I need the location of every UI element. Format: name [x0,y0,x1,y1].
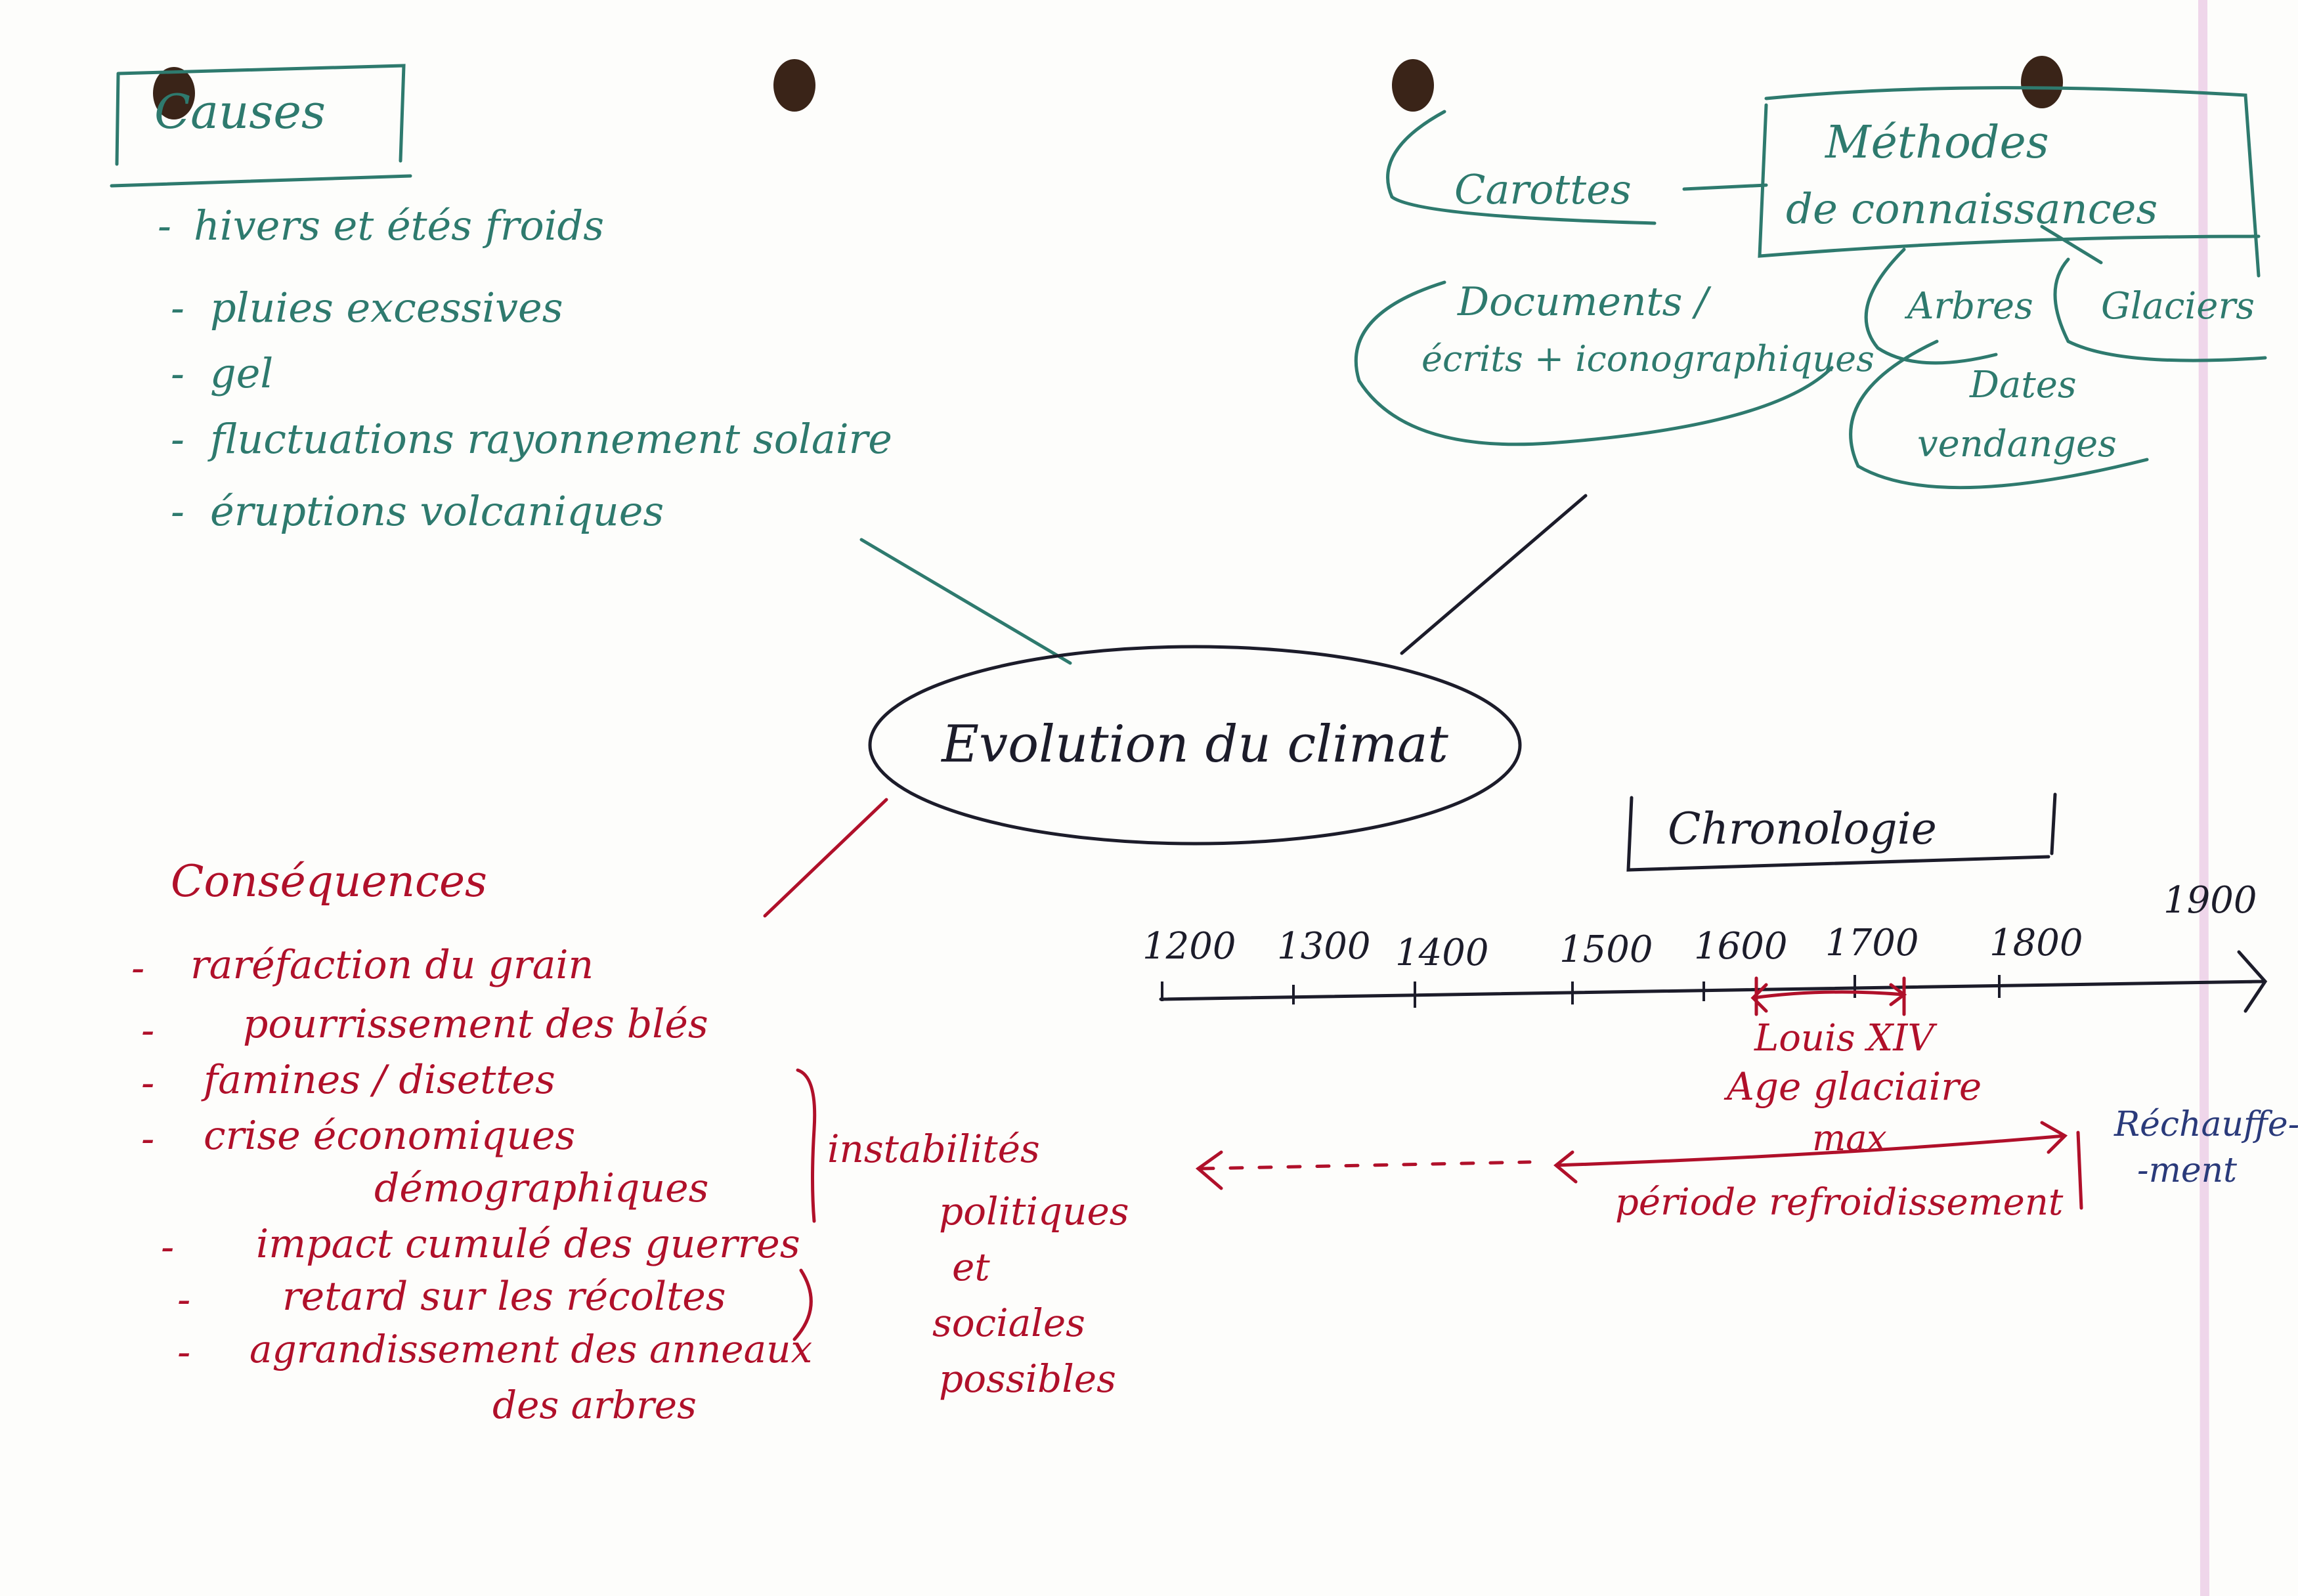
binder-hole [773,59,815,112]
bullet-dash: - [141,1060,154,1106]
arbres-bubble [1864,248,1998,365]
method-vendanges: vendanges [1917,423,2117,465]
methods-subtitle: de connaissances [1786,185,2157,234]
cause-item: pluies excessives [210,284,563,332]
consequence-item: démographiques [374,1165,708,1211]
method-dates: Dates [1969,364,2077,406]
methods-section: Méthodes de connaissances Carottes Docum… [1354,86,2267,655]
bullet-dash: - [171,487,184,535]
documents-bubble [1354,280,1834,446]
rechauffement-label: Réchauffe- [2114,1105,2298,1144]
causes-section: Causes - - - - - hivers et étés froids p… [110,64,1072,665]
consequence-item: impact cumulé des guerres [256,1221,800,1267]
method-documents-detail: écrits + iconographiques [1421,338,1875,379]
consequence-item: famines / disettes [201,1057,555,1103]
age-glaciaire-label: Age glaciaire [1724,1064,1982,1109]
timeline-axis [1159,950,2268,1013]
consequence-item: des arbres [492,1383,697,1427]
binder-hole [2021,56,2063,108]
binder-holes [153,56,2063,119]
timeline-ticks [1161,975,2001,1008]
louis-xiv-range-arrow [1750,976,1907,1016]
binder-hole [1392,59,1434,112]
chronology-title: Chronologie [1668,804,1937,854]
cause-item: gel [210,349,273,397]
causes-connector [859,538,1072,665]
tick-label: 1800 [1989,922,2083,964]
central-ellipse [868,645,1522,846]
central-topic: Evolution du climat [868,645,1522,846]
side-note: politiques [939,1189,1129,1234]
side-note: et [952,1245,990,1289]
cooling-period-arrow [1553,1121,2083,1210]
methods-connector [1400,494,1588,655]
bullet-dash: - [177,1329,190,1375]
method-glaciers: Glaciers [2101,285,2255,328]
dates-bubble [1849,339,2149,490]
bullet-dash: - [161,1224,174,1270]
side-note: possibles [939,1356,1116,1401]
tick-label: 1300 [1277,925,1371,968]
consequence-item: retard sur les récoltes [282,1274,726,1320]
bullet-dash: - [171,349,184,397]
method-carottes: Carottes [1454,165,1632,213]
consequence-item: crise économiques [204,1113,575,1159]
tick-label: 1700 [1825,922,1919,964]
louis-xiv-label: Louis XIV [1754,1017,1938,1060]
bullet-dash: - [171,284,184,332]
periode-refroidissement-label: période refroidissement [1615,1181,2064,1224]
binder-hole [153,67,195,119]
consequence-item: pourrissement des blés [243,1001,708,1047]
method-arbres: Arbres [1904,285,2033,328]
side-note: sociales [932,1301,1085,1345]
bullet-dash: - [177,1277,190,1323]
consequences-connector [763,798,888,918]
side-note: instabilités [827,1127,1040,1171]
cause-item: hivers et étés froids [194,202,604,249]
glaciers-bubble [2040,225,2267,362]
consequences-title: Conséquences [171,856,487,907]
chronology-box [1626,792,2057,872]
dashed-extension [1200,1160,1532,1171]
consequence-brace [792,1068,817,1341]
margin-line [2198,0,2209,1596]
dashed-arrowhead [1195,1150,1223,1190]
tick-label: 1900 [2163,879,2257,922]
carottes-bubble [1386,110,1657,225]
tick-label: 1400 [1395,932,1489,974]
consequences-section: Conséquences - - - - - - - raréfaction d… [131,798,1129,1427]
cause-item: éruptions volcaniques [210,487,664,535]
methods-title: Méthodes [1824,117,2049,169]
bullet-dash: - [171,415,184,463]
consequence-item: raréfaction du grain [190,942,594,988]
consequence-item: agrandissement des anneaux [249,1327,812,1371]
rechauffement-label-cont: -ment [2137,1151,2237,1190]
chronology-section: Chronologie 1200 1300 1400 1500 1600 170… [1142,792,2298,1224]
carottes-connector [1682,183,1768,191]
tick-label: 1200 [1142,925,1236,968]
tick-label: 1600 [1694,925,1788,968]
causes-box [110,64,412,188]
bullet-dash: - [141,1008,154,1054]
central-title: Evolution du climat [940,715,1448,774]
cause-item: fluctuations rayonnement solaire [207,415,892,463]
causes-title: Causes [154,84,326,139]
bullet-dash: - [141,1116,154,1162]
bullet-dash: - [158,202,171,249]
bullet-dash: - [131,945,144,991]
tick-label: 1500 [1559,928,1653,971]
method-documents: Documents / [1457,279,1712,325]
methods-box [1758,86,2261,278]
